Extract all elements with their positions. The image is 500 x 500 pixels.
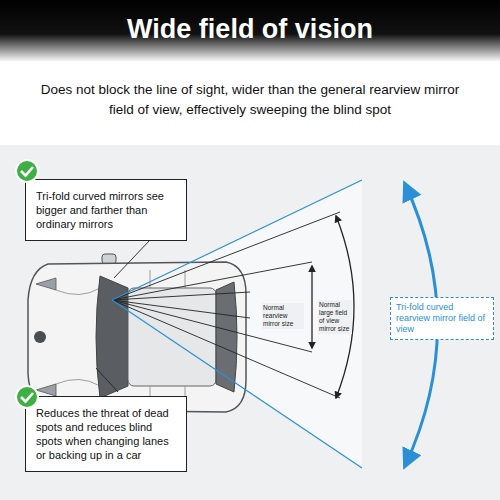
check-icon — [14, 158, 40, 184]
subtitle-text: Does not block the line of sight, wider … — [30, 80, 470, 120]
size-label: Normal rearview mirror size — [262, 303, 304, 329]
node-text: Tri-fold curved rearview mirror field of… — [396, 302, 488, 335]
callout-box: Reduces the threat of dead spots and red… — [25, 396, 187, 472]
node-text: Tri-fold curved mirrors see bigger and f… — [36, 189, 178, 231]
callout-box: Tri-fold curved mirrors see bigger and f… — [25, 179, 187, 241]
field-of-view-tag: Tri-fold curved rearview mirror field of… — [390, 297, 494, 340]
leader-line — [114, 240, 150, 278]
page-title: Wide field of vision — [0, 14, 500, 45]
check-icon — [14, 384, 40, 410]
size-label: Normal large field of view mirror size — [318, 300, 352, 334]
normal-view-arrow — [311, 266, 312, 348]
leader-line — [96, 368, 118, 392]
node-text: Reduces the threat of dead spots and red… — [36, 406, 178, 462]
